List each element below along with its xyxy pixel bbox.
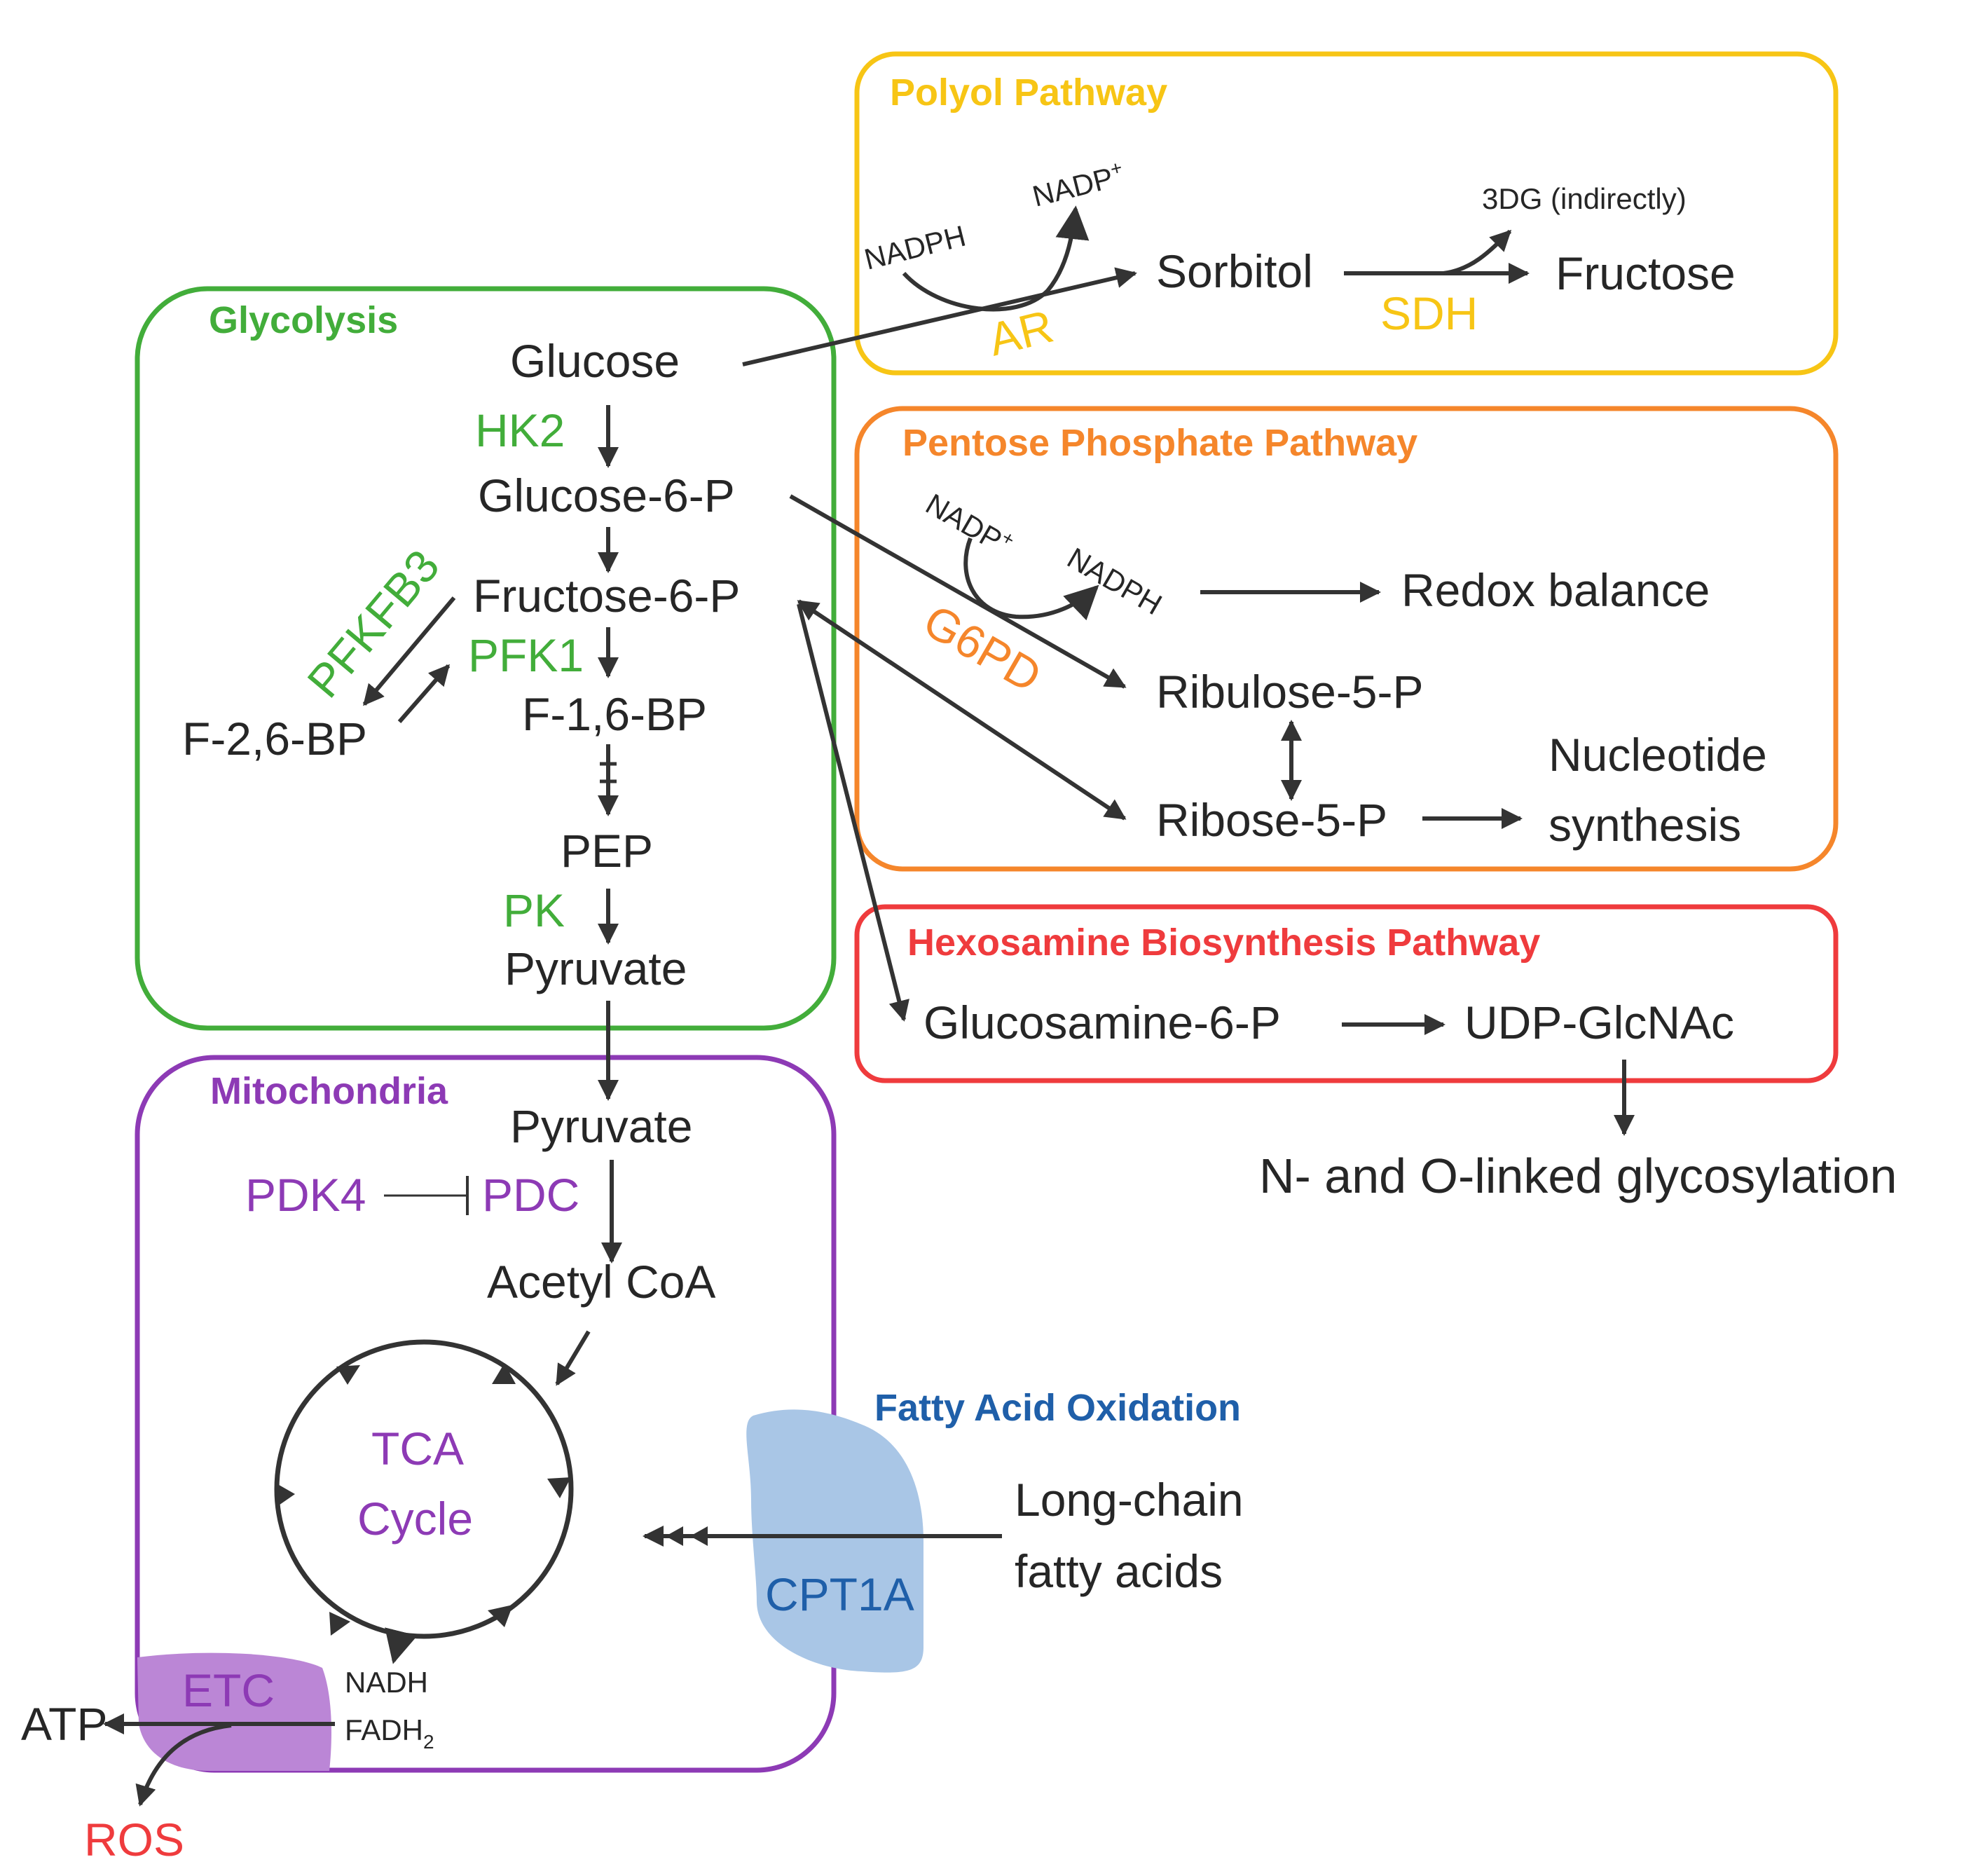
nadh-label: NADH (345, 1666, 428, 1699)
hexosamine-pathway-box (854, 904, 1839, 1083)
ppp-nadp-label: NADP+ (921, 485, 1019, 562)
pentose-phosphate-pathway-title: Pentose Phosphate Pathway (902, 422, 1417, 464)
ppp-nadph-label: NADPH (1062, 541, 1168, 621)
glycolysis-title: Glycolysis (209, 299, 398, 341)
glucose-to-sorbitol-arrow (742, 267, 1137, 367)
polyol-nadp-label: NADP+ (1029, 156, 1127, 213)
tca-to-nadh-arrow (385, 1627, 418, 1664)
nadph-nadp-curve (902, 205, 1090, 312)
long-chain-fatty-acids-line1: Long-chain (1015, 1474, 1244, 1526)
redox-balance-label: Redox balance (1401, 564, 1710, 616)
pdk4-enzyme-label: PDK4 (245, 1169, 366, 1221)
pep-label: PEP (561, 825, 653, 877)
pk-enzyme-label: PK (503, 884, 565, 936)
sdh-enzyme-label: SDH (1380, 287, 1478, 339)
nucleotide-synthesis-line2: synthesis (1548, 799, 1741, 851)
pfk1-enzyme-label: PFK1 (468, 629, 584, 681)
glucosamine-6-p-label: Glucosamine-6-P (923, 997, 1281, 1048)
fatty-acid-oxidation-title: Fatty Acid Oxidation (874, 1387, 1241, 1429)
sorbitol-label: Sorbitol (1156, 245, 1313, 297)
f-1-6-bp-label: F-1,6-BP (522, 688, 707, 740)
pyruvate-cytosol-label: Pyruvate (504, 943, 687, 994)
mitochondria-box (135, 1055, 837, 1773)
etc-label: ETC (182, 1664, 275, 1716)
tca-label-line2: Cycle (357, 1493, 473, 1545)
pyruvate-mito-label: Pyruvate (510, 1100, 692, 1152)
tca-label-line1: TCA (371, 1423, 464, 1474)
polyol-nadph-label: NADPH (861, 219, 969, 276)
pdc-enzyme-label: PDC (482, 1169, 579, 1221)
glucose-label: Glucose (510, 335, 680, 387)
fructose-label: Fructose (1556, 247, 1736, 299)
import-chevron-1 (666, 1526, 683, 1546)
f6p-to-glucosamine-arrow (797, 603, 909, 1022)
udp-glcnac-label: UDP-GlcNAc (1464, 997, 1734, 1048)
acetyl-coa-to-tca-arrow (555, 1330, 591, 1386)
acetyl-coa-label: Acetyl CoA (487, 1256, 715, 1308)
cpt1a-transporter-shape (746, 1409, 923, 1673)
tca-cycle-arrowheads (275, 1363, 571, 1636)
hk2-enzyme-label: HK2 (475, 404, 565, 456)
f26bp-to-f6p-arrow (397, 664, 451, 723)
atp-label: ATP (21, 1698, 107, 1750)
cpt1a-label: CPT1A (765, 1568, 914, 1620)
g6pd-enzyme-label: G6PD (915, 594, 1050, 702)
ribose-5-p-label: Ribose-5-P (1156, 794, 1387, 846)
glycosylation-label: N- and O-linked glycosylation (1259, 1149, 1897, 1203)
polyol-pathway-box (854, 51, 1839, 376)
polyol-pathway-title: Polyol Pathway (890, 71, 1167, 114)
f6p-to-ribose-arrow (797, 599, 1127, 821)
3dg-label: 3DG (indirectly) (1482, 182, 1687, 215)
etc-to-ros-arrow (135, 1723, 232, 1807)
nucleotide-synthesis-line1: Nucleotide (1548, 729, 1767, 781)
3dg-side-arrow (1443, 229, 1512, 275)
pfkfb3-enzyme-label: PFKFB3 (297, 540, 449, 707)
tca-cycle-ring (274, 1339, 574, 1639)
import-chevron-2 (690, 1526, 708, 1546)
ribulose-5-p-label: Ribulose-5-P (1156, 666, 1424, 718)
hexosamine-pathway-title: Hexosamine Biosynthesis Pathway (907, 922, 1540, 964)
ros-label: ROS (84, 1814, 184, 1865)
fadh2-label: FADH2 (345, 1713, 434, 1753)
f6p-to-f26bp-arrow (362, 596, 456, 706)
mitochondria-title: Mitochondria (210, 1070, 448, 1112)
long-chain-fatty-acids-line2: fatty acids (1015, 1545, 1223, 1597)
f-2-6-bp-label: F-2,6-BP (182, 713, 367, 765)
fructose-6-p-label: Fructose-6-P (473, 570, 740, 622)
glucose-6-p-label: Glucose-6-P (478, 470, 735, 521)
